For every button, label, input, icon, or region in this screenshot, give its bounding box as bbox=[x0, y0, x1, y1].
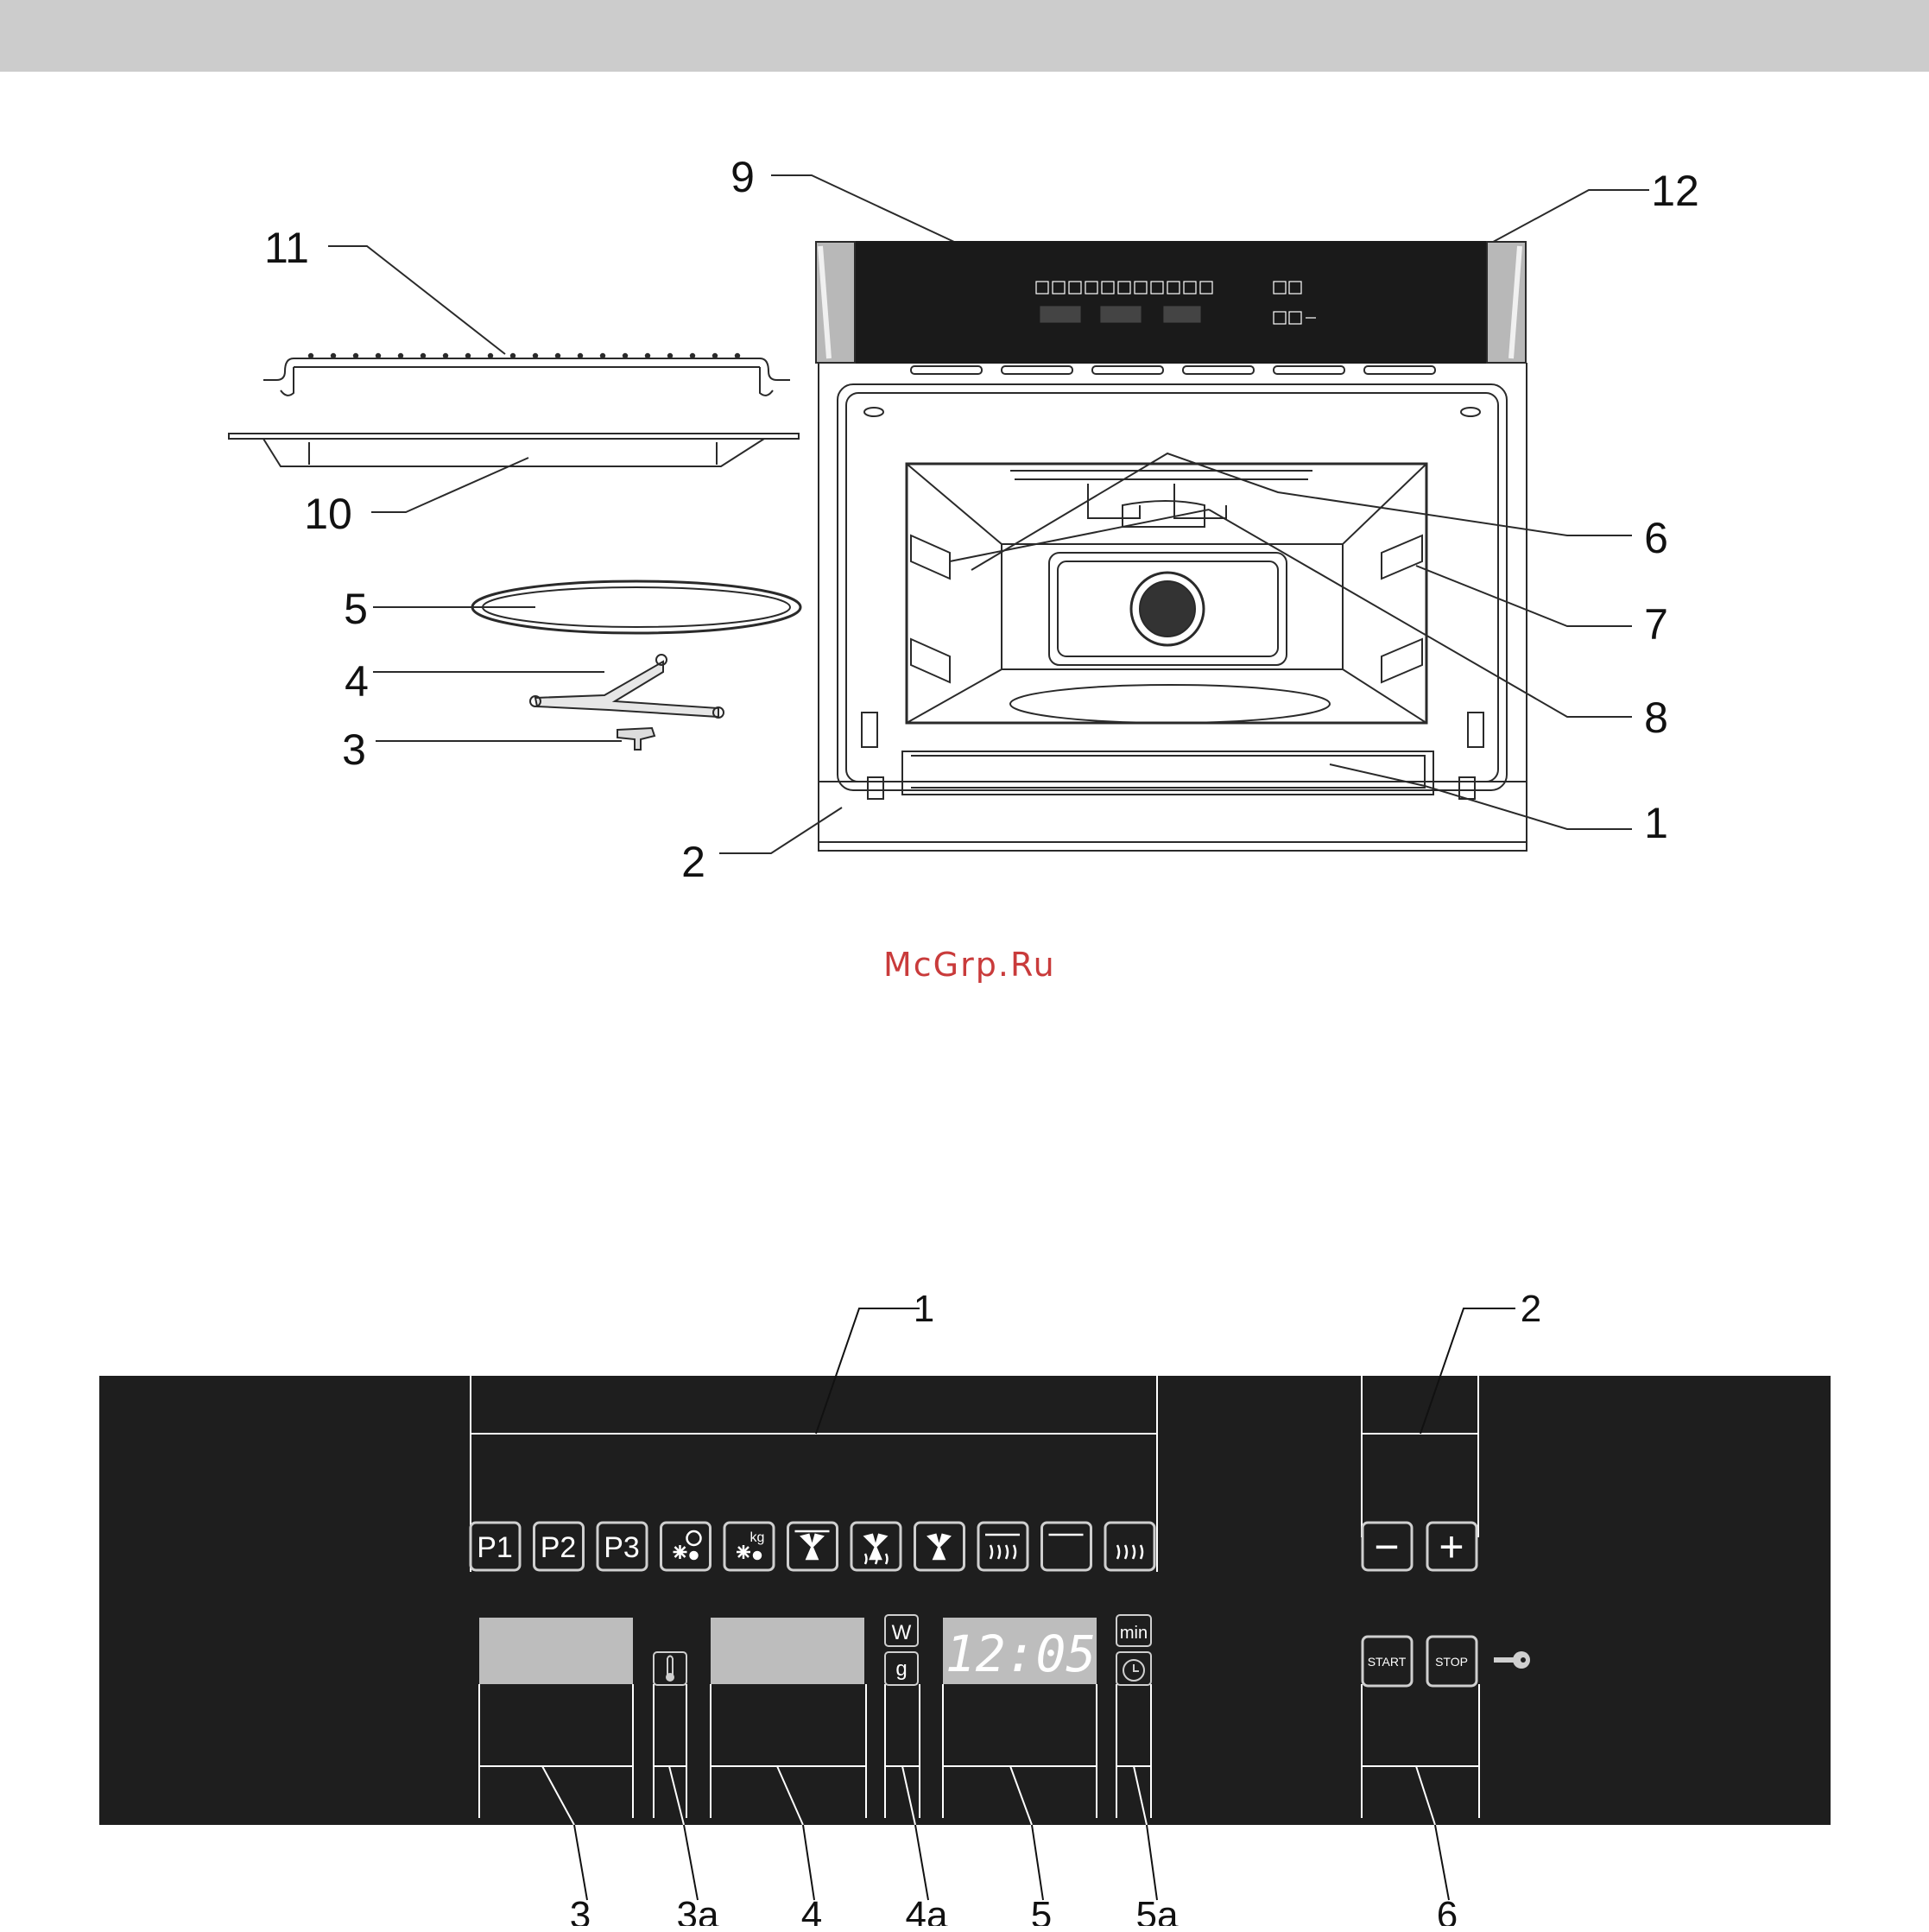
callout-4: 4 bbox=[345, 657, 369, 706]
start-label: START bbox=[1368, 1655, 1407, 1669]
watermark: McGrp.Ru bbox=[883, 946, 1056, 984]
gram-label: g bbox=[895, 1657, 907, 1681]
grill-rack bbox=[263, 354, 790, 396]
callout-8: 8 bbox=[1644, 694, 1668, 742]
watt-label: W bbox=[892, 1621, 912, 1644]
minus-label: − bbox=[1374, 1523, 1399, 1571]
minute-label: min bbox=[1120, 1624, 1148, 1643]
callout-2: 2 bbox=[681, 838, 705, 886]
baking-tray bbox=[229, 434, 799, 466]
panel-callout-6: 6 bbox=[1437, 1894, 1458, 1926]
callout-5: 5 bbox=[344, 585, 368, 633]
callout-9: 9 bbox=[730, 153, 755, 201]
stop-label: STOP bbox=[1435, 1655, 1468, 1669]
panel-callout-5a: 5a bbox=[1136, 1894, 1179, 1926]
callout-11: 11 bbox=[264, 224, 309, 272]
panel-callout-3: 3 bbox=[570, 1894, 591, 1926]
panel-callout-3a: 3a bbox=[677, 1894, 719, 1926]
callout-7: 7 bbox=[1644, 600, 1668, 649]
callout-1: 1 bbox=[1644, 799, 1668, 847]
panel-callout-1: 1 bbox=[914, 1288, 934, 1330]
control-panel-diagram: P1 P2 P3 kg − + 12:05 W g min bbox=[0, 1270, 1929, 1926]
power-display bbox=[711, 1618, 864, 1684]
program-label: P1 bbox=[477, 1531, 513, 1564]
program-label: P3 bbox=[604, 1531, 640, 1564]
callout-6: 6 bbox=[1644, 514, 1668, 562]
panel-callout-5: 5 bbox=[1031, 1894, 1052, 1926]
callout-3: 3 bbox=[342, 725, 366, 774]
panel-background bbox=[99, 1376, 1831, 1825]
callout-10: 10 bbox=[304, 490, 352, 538]
clock-readout: 12:05 bbox=[946, 1625, 1097, 1683]
plus-label: + bbox=[1439, 1523, 1464, 1571]
panel-callout-2: 2 bbox=[1521, 1288, 1541, 1330]
coupler bbox=[617, 728, 655, 750]
oven-body bbox=[816, 242, 1527, 851]
oven-diagram: 9 12 11 10 5 4 3 2 6 7 8 1 bbox=[0, 0, 1929, 915]
defrost-weight-label: kg bbox=[750, 1530, 765, 1545]
callout-12: 12 bbox=[1651, 167, 1699, 215]
roller-ring bbox=[530, 655, 724, 718]
panel-callout-4a: 4a bbox=[906, 1894, 948, 1926]
temperature-display bbox=[479, 1618, 633, 1684]
panel-callout-4: 4 bbox=[801, 1894, 822, 1926]
program-label: P2 bbox=[541, 1531, 577, 1564]
